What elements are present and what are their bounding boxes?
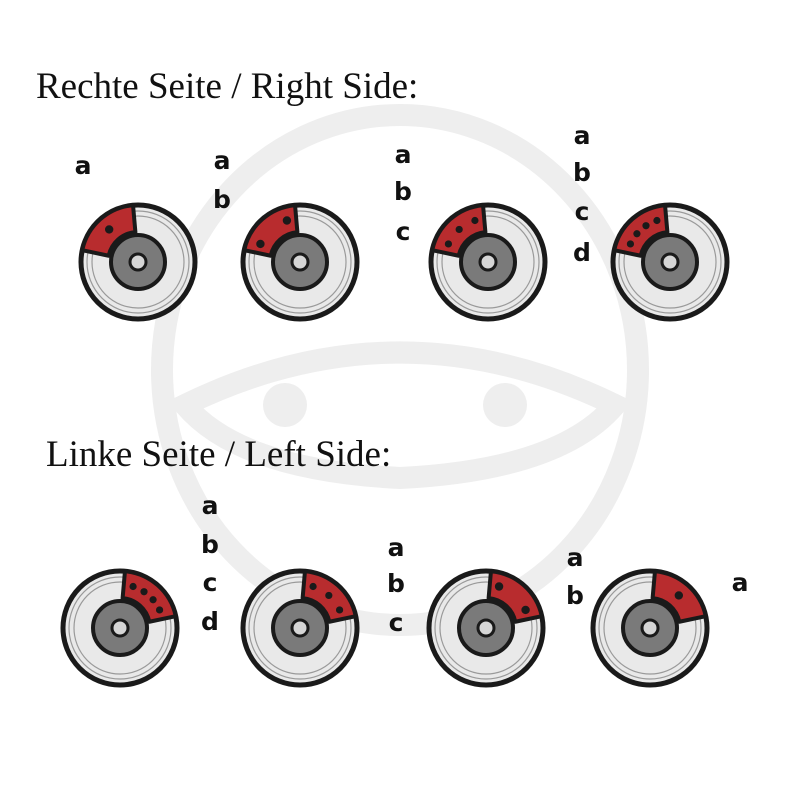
- right-brake-3-label-c: c: [395, 217, 411, 246]
- right-brake-4-label-d: d: [573, 238, 591, 267]
- rotor-ring: [436, 210, 540, 314]
- left-brake-disc-1: [60, 568, 180, 688]
- caliper-piston-dot: [471, 216, 479, 225]
- caliper-piston-dot: [653, 216, 661, 225]
- caliper-piston-dot: [129, 582, 137, 591]
- right-brake-3-label-a: a: [394, 140, 412, 169]
- caliper-piston-dot: [104, 225, 114, 234]
- caliper-piston-dot: [674, 591, 684, 600]
- left-brake-1-label-c: c: [202, 568, 218, 597]
- rotor-ring: [91, 215, 185, 309]
- caliper-piston-dot: [335, 606, 344, 614]
- hub-center-hole: [476, 618, 496, 638]
- hub-center-hole: [290, 252, 310, 272]
- right-brake-4-label-b: b: [573, 158, 591, 187]
- right-side-heading: Rechte Seite / Right Side:: [36, 66, 419, 107]
- left-brake-1-label-d: d: [201, 607, 219, 636]
- right-brake-4-label-c: c: [574, 197, 590, 226]
- caliper-piston-dot: [325, 591, 333, 600]
- left-brake-3-label-b: b: [566, 581, 584, 610]
- right-brake-disc-1: [78, 202, 198, 322]
- rotor-ring: [434, 576, 538, 680]
- right-brake-3-label-b: b: [394, 177, 412, 206]
- caliper-piston-dot: [444, 240, 453, 248]
- left-brake-1-label-b: b: [201, 530, 219, 559]
- rotor-ring: [253, 215, 347, 309]
- caliper-piston-dot: [140, 588, 148, 596]
- rotor-ring: [253, 581, 347, 675]
- right-brake-2-label-a: a: [213, 146, 231, 175]
- rotor-ring: [598, 576, 702, 680]
- right-brake-disc-3: [428, 202, 548, 322]
- rotor-ring: [73, 581, 167, 675]
- rotor-ring: [248, 210, 352, 314]
- rotor-ring: [68, 576, 172, 680]
- rotor-ring: [86, 210, 190, 314]
- caliper-piston-dot: [282, 216, 292, 225]
- right-brake-4-label-a: a: [573, 121, 591, 150]
- left-brake-1-label-a: a: [201, 491, 219, 520]
- right-brake-disc-2: [240, 202, 360, 322]
- caliper-piston-dot: [521, 605, 530, 615]
- caliper-piston-dot: [155, 606, 164, 614]
- left-brake-2-label-a: a: [387, 533, 405, 562]
- right-brake-1-label-a: a: [74, 151, 92, 180]
- hub-center-hole: [128, 252, 148, 272]
- caliper-piston-dot: [642, 222, 650, 230]
- hub-center-hole: [290, 618, 310, 638]
- right-brake-disc-4: [610, 202, 730, 322]
- caliper-piston-dot: [149, 596, 157, 604]
- hub-center-hole: [640, 618, 660, 638]
- caliper-piston-dot: [309, 582, 317, 591]
- left-brake-2-label-b: b: [387, 569, 405, 598]
- hub-center-hole: [660, 252, 680, 272]
- caliper-piston-dot: [455, 225, 463, 234]
- caliper-piston-dot: [633, 230, 641, 238]
- caliper-piston-dot: [626, 240, 635, 248]
- hub-center-hole: [478, 252, 498, 272]
- rotor-ring: [618, 210, 722, 314]
- left-brake-2-label-c: c: [388, 608, 404, 637]
- left-brake-disc-2: [240, 568, 360, 688]
- left-side-heading: Linke Seite / Left Side:: [46, 434, 392, 475]
- left-brake-3-label-a: a: [566, 543, 584, 572]
- left-brake-4-label-a: a: [731, 568, 749, 597]
- rotor-ring: [623, 215, 717, 309]
- left-brake-disc-3: [426, 568, 546, 688]
- rotor-ring: [603, 581, 697, 675]
- hub-center-hole: [110, 618, 130, 638]
- caliper-piston-dot: [494, 582, 504, 591]
- caliper-piston-dot: [256, 239, 265, 249]
- rotor-ring: [441, 215, 535, 309]
- left-brake-disc-4: [590, 568, 710, 688]
- rotor-ring: [248, 576, 352, 680]
- right-brake-2-label-b: b: [213, 185, 231, 214]
- rotor-ring: [439, 581, 533, 675]
